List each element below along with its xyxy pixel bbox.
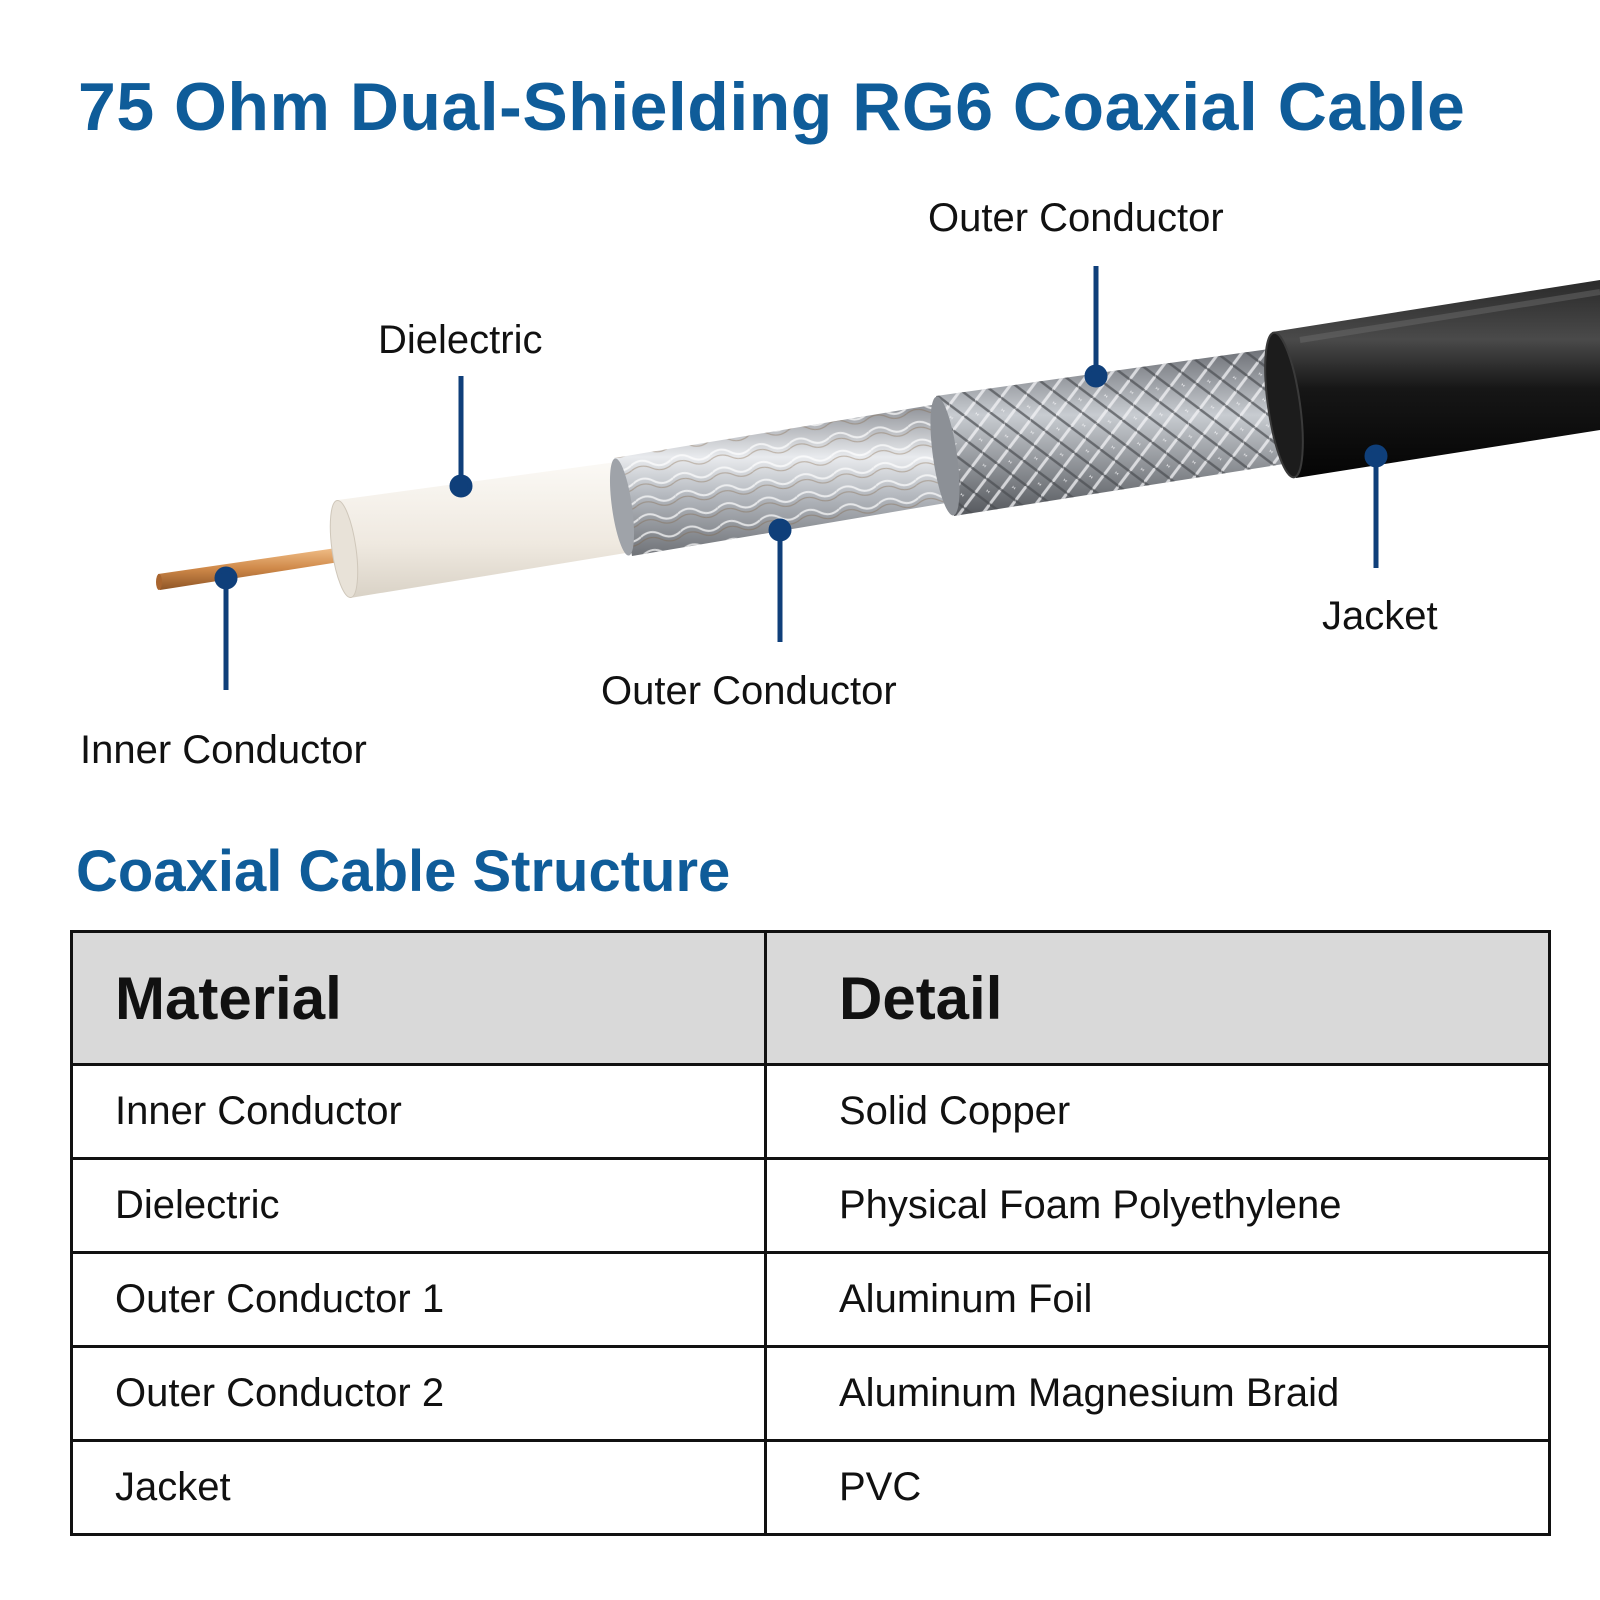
- detail-cell: Physical Foam Polyethylene: [764, 1157, 1551, 1254]
- dielectric-layer: [329, 462, 632, 599]
- material-cell: Jacket: [70, 1439, 767, 1536]
- table-row: Outer Conductor 2 Aluminum Magnesium Bra…: [70, 1345, 1551, 1442]
- label-outer-conductor-braid: Outer Conductor: [928, 196, 1224, 240]
- table-row: Outer Conductor 1 Aluminum Foil: [70, 1251, 1551, 1348]
- foil-outer-conductor-layer: [609, 404, 952, 556]
- detail-cell: PVC: [764, 1439, 1551, 1536]
- detail-cell: Aluminum Foil: [764, 1251, 1551, 1348]
- label-outer-conductor-foil: Outer Conductor: [601, 669, 897, 713]
- table-header-row: Material Detail: [70, 930, 1551, 1066]
- label-dielectric: Dielectric: [378, 318, 543, 362]
- detail-cell: Aluminum Magnesium Braid: [764, 1345, 1551, 1442]
- table-row: Jacket PVC: [70, 1439, 1551, 1536]
- section-title: Coaxial Cable Structure: [76, 839, 731, 904]
- braid-outer-conductor-layer: [930, 348, 1296, 516]
- page-title: 75 Ohm Dual-Shielding RG6 Coaxial Cable: [78, 69, 1466, 145]
- material-cell: Dielectric: [70, 1157, 767, 1254]
- jacket-layer: [1264, 280, 1600, 479]
- table-row: Dielectric Physical Foam Polyethylene: [70, 1157, 1551, 1254]
- inner-conductor-wire: [156, 546, 352, 590]
- table-row: Inner Conductor Solid Copper: [70, 1063, 1551, 1160]
- label-jacket: Jacket: [1322, 594, 1438, 638]
- detail-cell: Solid Copper: [764, 1063, 1551, 1160]
- cable-structure-table: Material Detail Inner Conductor Solid Co…: [70, 930, 1551, 1536]
- material-cell: Outer Conductor 2: [70, 1345, 767, 1442]
- column-header-detail: Detail: [764, 930, 1551, 1066]
- column-header-material: Material: [70, 930, 767, 1066]
- material-cell: Outer Conductor 1: [70, 1251, 767, 1348]
- label-inner-conductor: Inner Conductor: [80, 728, 367, 772]
- coaxial-cable-illustration: [156, 266, 1600, 690]
- material-cell: Inner Conductor: [70, 1063, 767, 1160]
